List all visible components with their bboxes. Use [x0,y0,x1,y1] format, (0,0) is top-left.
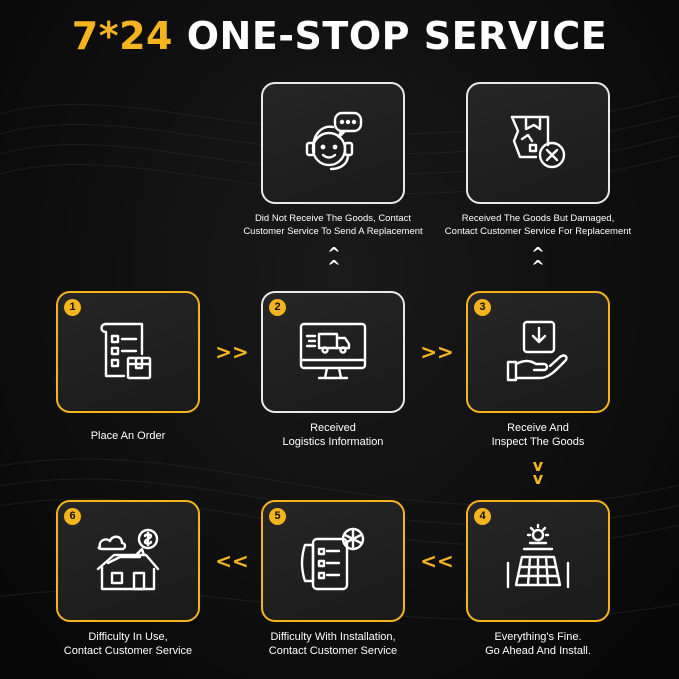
caption-line: Everything's Fine. [494,631,582,643]
step-caption-6: Difficulty In Use, Contact Customer Serv… [38,630,218,658]
arrow-glyph: ^ [531,257,545,276]
step-number-badge: 6 [64,508,81,525]
caption-line: Receive And [507,422,569,434]
caption-line: Difficulty With Installation, [270,631,396,643]
step-number-badge: 4 [474,508,491,525]
caption-line: Customer Service To Send A Replacement [243,225,423,237]
right-arrow-2-3: >> [420,340,454,364]
hand-package-icon [506,320,568,382]
support-agent-icon [305,111,363,171]
issue-box-damaged [466,82,610,204]
right-arrow-1-2: >> [215,340,249,364]
damaged-box-icon [510,115,566,169]
caption-line: Contact Customer Service [268,645,398,657]
step-caption-2: Received Logistics Information [243,421,423,449]
step-number-badge: 5 [269,508,286,525]
step-number-badge: 2 [269,299,286,316]
caption-line: Contact Customer Service For Replacement [444,225,632,237]
left-arrow-4-5: << [420,549,454,573]
step-number-badge: 1 [64,299,81,316]
step-box-4: 4 [466,500,610,622]
caption-line: Contact Customer Service [63,645,193,657]
caption-line: Received The Goods But Damaged, [461,213,615,224]
arrow-glyph: ^ [531,244,545,263]
step-box-3: 3 [466,291,610,413]
step-box-1: 1 [56,291,200,413]
down-arrow-3-4: v v [528,456,548,488]
caption-line: Inspect The Goods [491,436,585,448]
step-box-6: 6 [56,500,200,622]
title-main: ONE-STOP SERVICE [186,14,608,58]
caption-line: Received [310,422,356,434]
phone-checklist-icon [300,527,365,591]
step-box-5: 5 [261,500,405,622]
caption-line: Logistics Information [282,436,384,448]
issue-caption-damaged: Received The Goods But Damaged, Contact … [425,213,651,238]
step-caption-4: Everything's Fine. Go Ahead And Install. [448,630,628,658]
order-form-icon [100,322,152,380]
up-arrow-step-2: ^ ^ [324,244,344,276]
step-number-badge: 3 [474,299,491,316]
solar-panel-icon [506,523,570,589]
caption-line: Did Not Receive The Goods, Contact [254,213,412,224]
issue-caption-not-received: Did Not Receive The Goods, Contact Custo… [222,213,444,238]
step-caption-5: Difficulty With Installation, Contact Cu… [233,630,433,658]
house-solar-icon [96,528,160,591]
caption-line: Place An Order [90,430,166,442]
arrow-glyph: ^ [327,257,341,276]
monitor-truck-icon [299,322,367,380]
arrow-glyph: v [532,456,544,475]
caption-line: Difficulty In Use, [88,631,168,643]
arrow-glyph: v [532,469,544,488]
left-arrow-5-6: << [215,549,249,573]
step-caption-3: Receive And Inspect The Goods [448,421,628,449]
caption-line: Go Ahead And Install. [485,645,591,657]
issue-box-not-received [261,82,405,204]
step-caption-1: Place An Order [38,429,218,443]
arrow-glyph: ^ [327,244,341,263]
up-arrow-step-3: ^ ^ [528,244,548,276]
title-accent: 7*24 [71,14,173,58]
step-box-2: 2 [261,291,405,413]
page-title: 7*24 ONE-STOP SERVICE [0,14,679,58]
